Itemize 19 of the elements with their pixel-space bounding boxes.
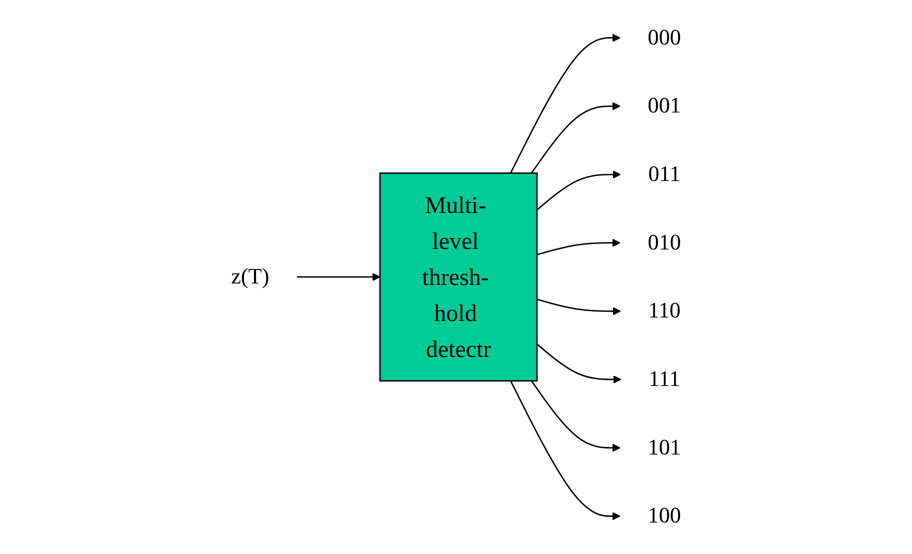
node-text: 100	[648, 504, 681, 528]
node-text: 011	[648, 162, 681, 187]
node-text: 010	[648, 230, 681, 255]
arrow	[530, 102, 620, 174]
arrow	[536, 170, 621, 210]
node-text: 000	[648, 26, 681, 50]
node-text: 101	[648, 436, 681, 460]
node-text: 111	[648, 367, 680, 392]
arrow	[296, 272, 380, 282]
node-text: z(T)	[231, 264, 270, 289]
arrow	[536, 298, 621, 316]
arrow	[536, 343, 622, 384]
arrow	[510, 34, 620, 174]
node-text: 001	[648, 94, 681, 118]
arrow	[530, 380, 620, 452]
arrow	[510, 380, 620, 520]
node-text: 110	[648, 299, 681, 324]
node-box: Multi- level thresh- hold detectr	[379, 172, 538, 382]
arrow	[536, 238, 620, 256]
